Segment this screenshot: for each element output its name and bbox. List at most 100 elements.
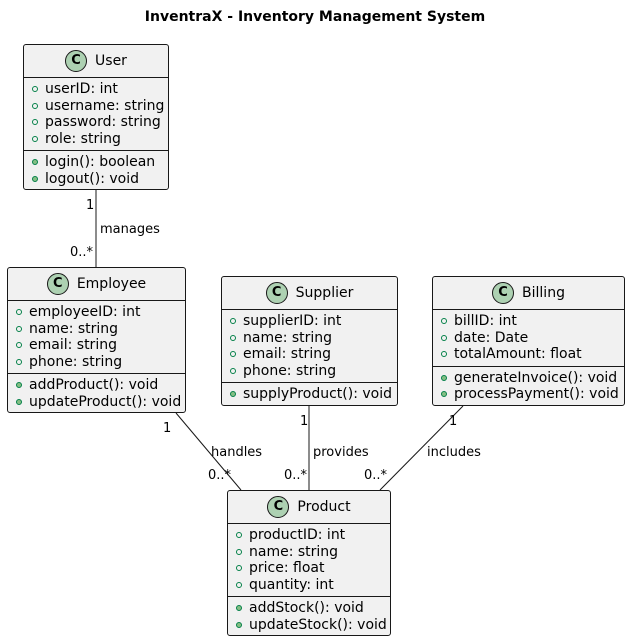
attribute-text: name: string	[29, 320, 119, 337]
class-user-attributes: userID: int username: string password: s…	[24, 77, 168, 150]
public-attribute-icon	[230, 351, 236, 358]
attribute-row: quantity: int	[236, 577, 390, 594]
attribute-row: employeeID: int	[16, 304, 185, 321]
attribute-row: email: string	[230, 346, 397, 363]
method-row: logout(): void	[32, 171, 168, 188]
edge-provides-label: provides	[313, 445, 369, 460]
attribute-row: productID: int	[236, 527, 390, 544]
class-icon: C	[492, 282, 515, 304]
attribute-text: userID: int	[45, 81, 118, 97]
attribute-row: phone: string	[230, 363, 397, 380]
attribute-row: phone: string	[16, 354, 185, 371]
diagram-title: InventraX - Inventory Management System	[144, 9, 486, 25]
class-user-header: C User	[24, 45, 168, 77]
class-product-methods: addStock(): void updateStock(): void	[228, 596, 390, 636]
public-attribute-icon	[16, 358, 22, 365]
attribute-text: phone: string	[243, 362, 337, 379]
class-employee[interactable]: C Employee employeeID: int name: string …	[7, 267, 186, 413]
class-employee-methods: addProduct(): void updateProduct(): void	[8, 373, 185, 413]
attribute-text: phone: string	[29, 353, 123, 370]
class-product-attributes: productID: int name: string price: float…	[228, 523, 390, 596]
attribute-row: billID: int	[441, 313, 624, 330]
public-attribute-icon	[236, 532, 242, 539]
method-text: supplyProduct(): void	[243, 386, 392, 402]
edge-includes-from-mult: 1	[449, 414, 457, 429]
class-user-name: User	[95, 52, 127, 69]
method-text: addProduct(): void	[29, 377, 159, 393]
attribute-text: supplierID: int	[243, 313, 342, 329]
edge-handles-label: handles	[211, 445, 262, 460]
public-attribute-icon	[16, 325, 22, 332]
edge-handles-from-mult: 1	[163, 421, 171, 436]
public-attribute-icon	[441, 351, 447, 358]
attribute-row: name: string	[16, 321, 185, 338]
class-supplier-header: C Supplier	[222, 277, 397, 309]
method-text: logout(): void	[45, 170, 139, 187]
public-attribute-icon	[230, 318, 236, 325]
method-row: generateInvoice(): void	[441, 370, 624, 387]
class-supplier-name: Supplier	[295, 284, 354, 301]
class-icon: C	[65, 50, 88, 72]
attribute-row: name: string	[230, 330, 397, 347]
method-row: updateStock(): void	[236, 617, 390, 634]
method-row: supplyProduct(): void	[230, 386, 397, 403]
class-billing-header: C Billing	[433, 277, 624, 309]
attribute-text: email: string	[29, 337, 117, 353]
method-text: login(): boolean	[45, 154, 156, 170]
public-method-icon	[236, 621, 242, 628]
public-method-icon	[441, 391, 447, 398]
public-method-icon	[16, 398, 22, 405]
attribute-text: username: string	[45, 97, 165, 114]
edge-includes-to-mult: 0..*	[364, 468, 388, 483]
public-attribute-icon	[32, 119, 38, 126]
class-supplier[interactable]: C Supplier supplierID: int name: string …	[221, 276, 398, 406]
method-text: updateStock(): void	[249, 616, 387, 633]
public-attribute-icon	[230, 367, 236, 374]
public-attribute-icon	[32, 135, 38, 142]
method-row: addProduct(): void	[16, 377, 185, 394]
attribute-row: price: float	[236, 560, 390, 577]
public-attribute-icon	[16, 342, 22, 349]
attribute-text: productID: int	[249, 527, 346, 543]
attribute-text: name: string	[249, 543, 339, 560]
public-attribute-icon	[230, 334, 236, 341]
attribute-row: email: string	[16, 337, 185, 354]
public-method-icon	[32, 159, 38, 166]
method-row: updateProduct(): void	[16, 394, 185, 411]
class-user[interactable]: C User userID: int username: string pass…	[23, 44, 169, 190]
public-method-icon	[236, 605, 242, 612]
method-row: login(): boolean	[32, 154, 168, 171]
edge-handles	[175, 412, 242, 491]
edge-provides-to-mult: 0..*	[284, 468, 308, 483]
attribute-row: name: string	[236, 544, 390, 561]
edge-manages-label: manages	[100, 222, 160, 237]
public-method-icon	[441, 374, 447, 381]
method-row: processPayment(): void	[441, 386, 624, 403]
edge-manages-from-mult: 1	[86, 198, 94, 213]
attribute-row: role: string	[32, 131, 168, 148]
public-attribute-icon	[236, 548, 242, 555]
class-supplier-methods: supplyProduct(): void	[222, 382, 397, 406]
attribute-text: totalAmount: float	[454, 346, 582, 362]
class-product-name: Product	[297, 498, 351, 515]
method-row: addStock(): void	[236, 600, 390, 617]
attribute-row: userID: int	[32, 81, 168, 98]
class-icon: C	[265, 282, 288, 304]
attribute-text: employeeID: int	[29, 304, 141, 320]
class-icon: C	[267, 496, 290, 518]
class-employee-attributes: employeeID: int name: string email: stri…	[8, 300, 185, 373]
class-billing[interactable]: C Billing billID: int date: Date totalAm…	[432, 276, 625, 406]
method-text: generateInvoice(): void	[454, 369, 618, 386]
public-method-icon	[32, 175, 38, 182]
class-billing-attributes: billID: int date: Date totalAmount: floa…	[433, 309, 624, 366]
attribute-text: quantity: int	[249, 576, 334, 593]
class-product[interactable]: C Product productID: int name: string pr…	[227, 490, 391, 636]
public-attribute-icon	[16, 309, 22, 316]
public-attribute-icon	[32, 86, 38, 93]
attribute-text: billID: int	[454, 313, 517, 329]
attribute-text: date: Date	[454, 329, 529, 346]
class-billing-methods: generateInvoice(): void processPayment()…	[433, 365, 624, 406]
attribute-text: email: string	[243, 346, 331, 362]
class-supplier-attributes: supplierID: int name: string email: stri…	[222, 309, 397, 382]
attribute-row: supplierID: int	[230, 313, 397, 330]
